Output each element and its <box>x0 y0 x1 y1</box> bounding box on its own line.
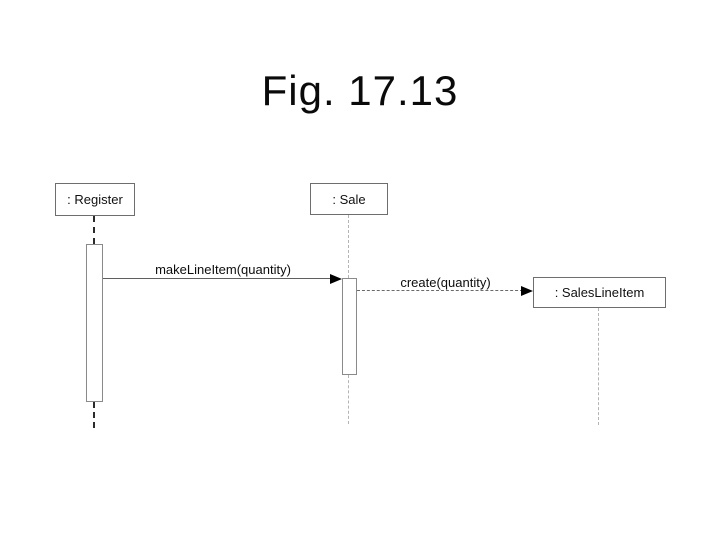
register-activation-bar <box>86 244 103 402</box>
sale-lifeline-lower <box>348 375 349 424</box>
message-create-label: create(quantity) <box>400 275 491 290</box>
sale-object-label: : Sale <box>332 191 366 207</box>
register-object-label: : Register <box>67 192 123 207</box>
sale-lifeline-upper <box>348 215 349 278</box>
sale-activation-bar <box>342 278 357 375</box>
message-make-line-item-line <box>103 278 332 279</box>
arrowhead-icon <box>330 274 342 284</box>
figure-title: Fig. 17.13 <box>261 67 459 114</box>
register-object-box: : Register <box>55 183 135 216</box>
register-lifeline-lower <box>93 402 95 428</box>
register-lifeline-upper <box>93 216 95 244</box>
saleslineitem-lifeline <box>598 308 599 425</box>
saleslineitem-object-box: : SalesLineItem <box>533 277 666 308</box>
saleslineitem-object-label: : SalesLineItem <box>554 285 645 300</box>
sale-object-box: : Sale <box>310 183 388 215</box>
message-make-line-item-label: makeLineItem(quantity) <box>155 262 291 277</box>
message-create-line <box>357 290 523 291</box>
arrowhead-icon <box>521 286 533 296</box>
